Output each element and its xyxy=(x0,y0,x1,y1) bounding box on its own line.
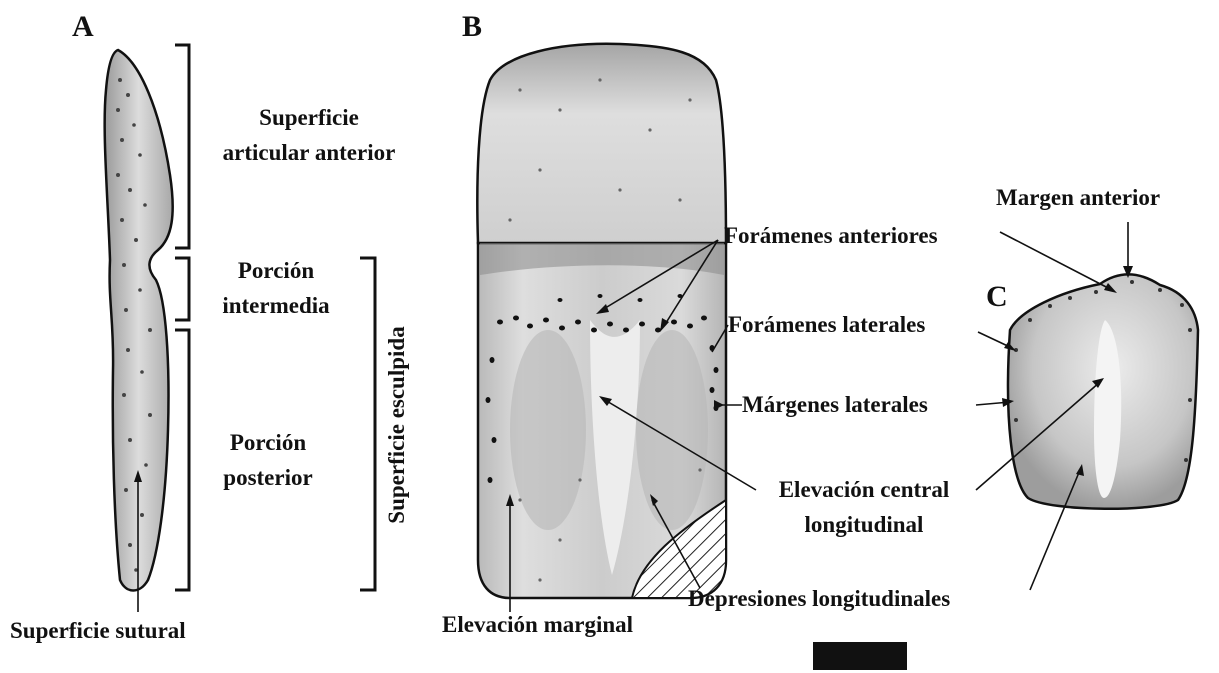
panel-label-b: B xyxy=(462,10,482,43)
label-posterior-line1: Porción xyxy=(230,430,306,455)
depression-right xyxy=(636,330,708,530)
leader-foramenes-anteriores-c xyxy=(1000,232,1112,290)
label-articular-line2: articular anterior xyxy=(223,140,396,165)
label-esculpida: Superficie esculpida xyxy=(384,326,409,524)
bracket-articular xyxy=(175,45,189,248)
articular-surface xyxy=(477,44,726,243)
label-articular-line1: Superficie xyxy=(259,105,359,130)
label-foramenes-anteriores: Forámenes anteriores xyxy=(724,223,938,248)
label-intermedia-line2: intermedia xyxy=(222,293,330,318)
bracket-intermedia xyxy=(175,258,189,320)
label-posterior-line2: posterior xyxy=(223,465,312,490)
label-elevacion-marginal: Elevación marginal xyxy=(442,612,633,637)
label-depresiones: Depresiones longitudinales xyxy=(688,586,950,611)
osteoderm-dorsal-view xyxy=(477,44,726,598)
osteoderm-small-view xyxy=(1008,274,1198,508)
label-margenes-laterales: Márgenes laterales xyxy=(742,392,928,417)
label-elevacion-central-line1: Elevación central xyxy=(779,477,950,502)
label-margen-anterior: Margen anterior xyxy=(996,185,1160,210)
panel-label-c: C xyxy=(986,280,1008,313)
osteoderm-lateral-view xyxy=(105,50,173,612)
label-intermedia-line1: Porción xyxy=(238,258,314,283)
label-elevacion-central-line2: longitudinal xyxy=(805,512,924,537)
bracket-posterior xyxy=(175,330,189,590)
bracket-esculpida xyxy=(360,258,375,590)
panel-label-a: A xyxy=(72,10,94,43)
label-sutural: Superficie sutural xyxy=(10,618,186,643)
scale-bar xyxy=(813,642,907,670)
label-foramenes-laterales: Forámenes laterales xyxy=(728,312,925,337)
